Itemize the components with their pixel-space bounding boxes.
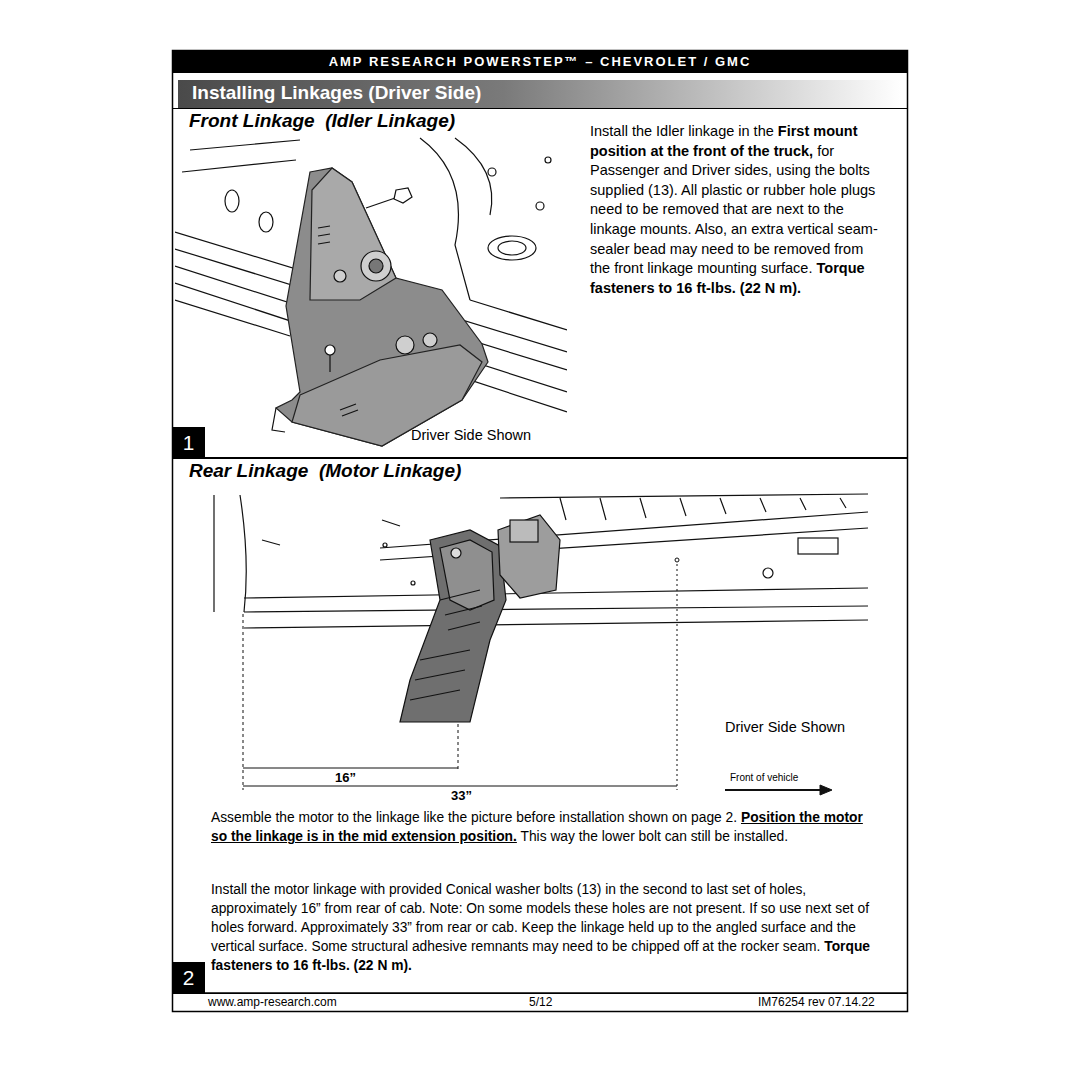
dimension-lines	[243, 558, 832, 795]
page-number: 5/12	[528, 995, 553, 1009]
section-heading: Installing Linkages (Driver Side)	[192, 82, 481, 104]
step-number-box: 1	[172, 427, 205, 458]
footer-url: www.amp-research.com	[207, 995, 338, 1009]
paragraph: Install the motor linkage with provided …	[211, 880, 873, 975]
step-panel: Front Linkage (Idler Linkage) Install the…	[172, 108, 908, 458]
step-number-box: 2	[172, 962, 205, 993]
step-number: 1	[172, 427, 205, 458]
title: AMP RESEARCH POWERSTEP™ – CHEVROLET / GM…	[329, 54, 752, 69]
panel-heading: Front Linkage (Idler Linkage)	[189, 110, 455, 132]
step-panel: Rear Linkage (Motor Linkage) Driver Side …	[172, 458, 908, 994]
title-bar: AMP RESEARCH POWERSTEP™ – CHEVROLET / GM…	[173, 51, 907, 73]
paragraph: Install the Idler linkage in the First m…	[590, 122, 885, 298]
dimension: 16”	[334, 770, 357, 785]
instruction-text: Assemble the motor to the linkage like t…	[211, 810, 737, 825]
step-number: 2	[172, 962, 205, 993]
direction-label: Front of vehicle	[729, 772, 799, 783]
section-band: Installing Linkages (Driver Side)	[178, 80, 902, 108]
instruction-text: Install the Idler linkage in the	[590, 123, 774, 139]
front-linkage-drawing	[175, 138, 567, 446]
instruction-text: This way the lower bolt can still be ins…	[520, 829, 788, 844]
dimension: 33”	[450, 788, 473, 803]
rear-linkage-drawing	[214, 494, 868, 722]
instruction-text: for Passenger and Driver sides, using th…	[590, 143, 878, 277]
paragraph: Assemble the motor to the linkage like t…	[211, 808, 873, 846]
instruction-text: Install the motor linkage with provided …	[211, 882, 869, 954]
view-note: Driver Side Shown	[411, 427, 531, 443]
view-note: Driver Side Shown	[725, 719, 845, 735]
document-id: IM76254 rev 07.14.22	[757, 995, 876, 1009]
page-frame	[173, 51, 908, 1012]
panel-heading: Rear Linkage (Motor Linkage)	[189, 460, 461, 482]
